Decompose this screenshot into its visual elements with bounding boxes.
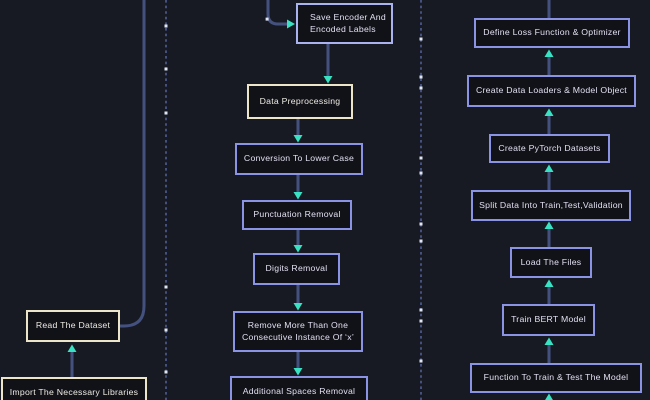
node-label: Digits Removal — [265, 263, 328, 274]
node-label: Create PyTorch Datasets — [498, 142, 601, 153]
arrow-down-icon — [293, 368, 303, 376]
node-conversion-lower-case[interactable]: Conversion To Lower Case — [235, 143, 363, 175]
rail-solid-line — [120, 0, 146, 328]
node-label: Read The Dataset — [35, 320, 111, 331]
arrow-up-icon — [544, 221, 554, 229]
node-split-data[interactable]: Split Data Into Train,Test,Validation — [471, 190, 631, 221]
edge-into-save-encoder — [266, 0, 287, 26]
node-load-files[interactable]: Load The Files — [510, 247, 592, 278]
arrow-down-icon — [323, 76, 333, 84]
arrow-down-icon — [293, 135, 303, 143]
node-data-preprocessing[interactable]: Data Preprocessing — [247, 84, 353, 119]
arrow-up-icon — [67, 344, 77, 352]
node-save-encoder[interactable]: Save Encoder And Encoded Labels — [296, 3, 393, 44]
arrow-up-icon — [544, 164, 554, 172]
node-additional-spaces-removal[interactable]: Additional Spaces Removal — [230, 376, 368, 400]
node-label: Create Data Loaders & Model Object — [476, 85, 627, 96]
node-function-train-test[interactable]: Function To Train & Test The Model — [470, 363, 642, 393]
node-label: Conversion To Lower Case — [243, 153, 355, 164]
node-label: Data Preprocessing — [259, 95, 341, 106]
arrow-up-icon — [544, 108, 554, 116]
anchor-dots — [164, 17, 423, 374]
arrow-up-icon — [544, 49, 554, 57]
arrow-up-icon — [545, 393, 553, 400]
arrow-down-icon — [293, 245, 303, 253]
arrow-down-icon — [293, 303, 303, 311]
node-create-pytorch-datasets[interactable]: Create PyTorch Datasets — [489, 134, 610, 163]
arrow-up-icon — [544, 337, 554, 345]
node-label: Split Data Into Train,Test,Validation — [479, 199, 623, 210]
arrow-up-icon — [544, 279, 554, 287]
node-label: Punctuation Removal — [253, 209, 341, 220]
node-label: Additional Spaces Removal — [242, 386, 356, 397]
node-train-bert-model[interactable]: Train BERT Model — [502, 304, 595, 336]
node-label: Define Loss Function & Optimizer — [483, 27, 621, 38]
node-punctuation-removal[interactable]: Punctuation Removal — [242, 200, 352, 230]
node-label: Import The Necessary Libraries — [9, 386, 139, 397]
node-label: Save Encoder And — [310, 11, 386, 22]
node-remove-consecutive-x[interactable]: Remove More Than One Consecutive Instanc… — [233, 311, 363, 352]
node-define-loss-optimizer[interactable]: Define Loss Function & Optimizer — [474, 18, 630, 48]
node-label: Load The Files — [520, 256, 582, 267]
node-label: Train BERT Model — [511, 314, 586, 325]
arrow-down-icon — [293, 192, 303, 200]
node-create-data-loaders[interactable]: Create Data Loaders & Model Object — [467, 75, 636, 107]
node-label: Remove More Than One — [247, 319, 349, 330]
node-digits-removal[interactable]: Digits Removal — [253, 253, 340, 285]
node-import-libraries[interactable]: Import The Necessary Libraries — [1, 377, 147, 400]
arrow-right-icon — [287, 19, 295, 29]
node-read-dataset[interactable]: Read The Dataset — [26, 310, 120, 342]
node-label: Consecutive Instance Of ‘x’ — [241, 331, 354, 342]
node-label: Encoded Labels — [310, 23, 376, 34]
node-label: Function To Train & Test The Model — [483, 372, 629, 383]
